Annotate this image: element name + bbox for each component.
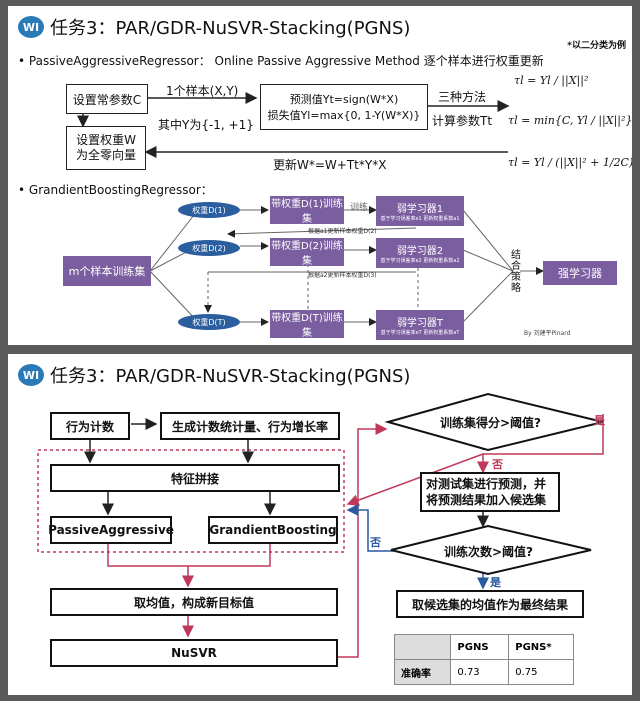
update-weight-d3-label: 根据a2更新样本权重D(3)	[308, 272, 377, 279]
prediction-box: 预测值Yt=sign(W*X) 损失值Yl=max{0, 1-Y(W*X)}	[260, 84, 428, 130]
table-header-cell: PGNS*	[508, 634, 574, 660]
weak-learner-1-sub: 基于学习误差率e1 更新权重系数a1	[380, 216, 460, 222]
weak-learner-1-title: 弱学习器1	[396, 204, 444, 215]
predict-box: 对测试集进行预测，并将预测结果加入候选集	[420, 472, 560, 512]
weighted-train-t: 带权重D(T)训练集	[270, 310, 344, 339]
weighted-train-2: 带权重D(2)训练集	[270, 238, 344, 267]
loss-line: 损失值Yl=max{0, 1-Y(W*X)}	[267, 109, 421, 122]
set-c-box: 设置常参数C	[66, 84, 148, 114]
bullet-passive-aggressive-text: PassiveAggressiveRegressor： Online Passi…	[28, 54, 544, 68]
bullet-passive-aggressive: • PassiveAggressiveRegressor： Online Pas…	[18, 54, 544, 68]
slide1-connectors	[77, 92, 544, 326]
table-row: 准确率 0.73 0.75	[393, 659, 574, 685]
table-row-label: 准确率	[393, 659, 452, 685]
update-weight-d2-label: 根据a1更新样本权重D(2)	[308, 228, 377, 235]
credit-text: By 刘建平Pinard	[524, 330, 571, 337]
mean-target-box: 取均值，构成新目标值	[50, 588, 338, 616]
update-w-label: 更新W*=W+Tt*Y*X	[273, 158, 387, 172]
note-binary: *以二分类为例	[567, 41, 626, 51]
sample-label: 1个样本(X,Y)	[166, 84, 239, 98]
nusvr-box: NuSVR	[50, 639, 338, 667]
generate-stats-box: 生成计数统计量、行为增长率	[160, 412, 340, 440]
weak-learner-t-sub: 基于学习误差率eT 更新权重系数aT	[380, 330, 460, 336]
yes-label-2: 是	[490, 576, 501, 589]
no-label-1: 否	[492, 458, 503, 471]
behavior-count-box: 行为计数	[50, 412, 130, 440]
accuracy-table: PGNS PGNS* 准确率 0.73 0.75	[393, 634, 574, 685]
slide-passive-aggressive-and-boosting: WI 任务3：PAR/GDR-NuSVR-Stacking(PGNS) *以二分…	[8, 6, 632, 345]
weight-d2-ellipse: 权重D(2)	[178, 240, 240, 256]
final-result-box: 取候选集的均值作为最终结果	[396, 590, 584, 618]
three-methods-label: 三种方法	[438, 90, 487, 104]
train-score-decision: 训练集得分>阈值?	[440, 416, 542, 430]
feature-concat-box: 特征拼接	[50, 464, 340, 492]
gradient-boosting-box: GrandientBoosting	[208, 516, 338, 544]
passive-aggressive-box: PassiveAggressive	[48, 516, 174, 544]
slide2-connectors	[37, 392, 604, 658]
table-header-cell: PGNS	[450, 634, 510, 660]
weak-learner-2-sub: 基于学习误差率e2 更新权重系数a2	[380, 258, 460, 264]
train-arrow-label: 训练	[350, 203, 369, 213]
weak-learner-t-title: 弱学习器T	[396, 318, 444, 329]
company-logo: WI	[18, 364, 44, 386]
train-times-decision: 训练次数>阈值?	[444, 545, 534, 559]
strong-learner-box: 强学习器	[543, 261, 617, 285]
m-samples-box: m个样本训练集	[63, 256, 151, 286]
combine-strategy-label: 结合策略	[511, 250, 521, 294]
bullet-gradient-boosting-text: GrandientBoostingRegressor：	[28, 183, 213, 197]
weak-learner-2-title: 弱学习器2	[396, 246, 444, 257]
set-w-box: 设置权重W为全零向量	[66, 126, 146, 170]
formula-2: τl = min{C, Yl / ||X||²}	[508, 114, 632, 127]
page-title: 任务3：PAR/GDR-NuSVR-Stacking(PGNS)	[50, 18, 411, 39]
weight-d1-ellipse: 权重D(1)	[178, 202, 240, 218]
table-header-cell	[393, 634, 452, 660]
yes-label-1: 是	[594, 414, 605, 427]
formula-1: τl = Yl / ||X||²	[514, 74, 589, 87]
page-title: 任务3：PAR/GDR-NuSVR-Stacking(PGNS)	[50, 366, 411, 387]
table-cell: 0.73	[450, 659, 510, 685]
weak-learner-1: 弱学习器1 基于学习误差率e1 更新权重系数a1	[376, 196, 464, 226]
calc-tau-label: 计算参数Tt	[432, 114, 493, 128]
weight-dt-ellipse: 权重D(T)	[178, 314, 240, 330]
table-cell: 0.75	[508, 659, 574, 685]
weak-learner-2: 弱学习器2 基于学习误差率e2 更新权重系数a2	[376, 238, 464, 268]
formula-3: τl = Yl / (||X||² + 1/2C)	[508, 156, 632, 169]
slide-pgns-flowchart: WI 任务3：PAR/GDR-NuSVR-Stacking(PGNS) 行为计数…	[8, 354, 632, 695]
y-label: 其中Y为{-1, +1}	[158, 118, 254, 132]
company-logo: WI	[18, 16, 44, 38]
no-label-2: 否	[370, 536, 381, 549]
weak-learner-t: 弱学习器T 基于学习误差率eT 更新权重系数aT	[376, 310, 464, 340]
prediction-line: 预测值Yt=sign(W*X)	[289, 93, 399, 106]
table-header-row: PGNS PGNS*	[393, 634, 574, 660]
bullet-gradient-boosting: • GrandientBoostingRegressor：	[18, 183, 213, 197]
weighted-train-1: 带权重D(1)训练集	[270, 196, 344, 225]
